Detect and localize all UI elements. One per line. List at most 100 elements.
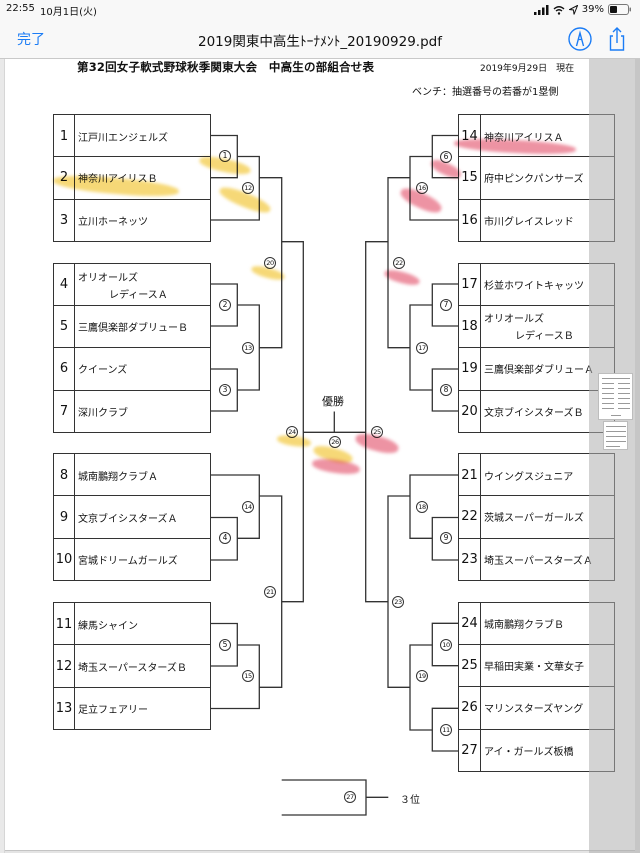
bracket-match-14 xyxy=(211,474,260,539)
team-name: 文京ブイシスターズＡ xyxy=(78,496,178,538)
page-thumbnail-1[interactable] xyxy=(598,373,633,420)
match-number-badge: 5 xyxy=(219,639,231,651)
team-name-line1: 市川グレイスレッド xyxy=(484,216,574,228)
bracket-match-23 xyxy=(387,495,410,688)
team-name-line1: アイ・ガールズ板橋 xyxy=(484,746,574,758)
team-name-line2: レディースＢ xyxy=(515,331,574,343)
match-number-badge: 9 xyxy=(440,532,452,544)
team-name: 神奈川アイリスＢ xyxy=(78,157,158,199)
team-name: 江戸川エンジェルズ xyxy=(78,115,168,158)
third-place-label: ３位 xyxy=(400,795,420,806)
team-draw-number: 9 xyxy=(54,496,75,538)
team-draw-number: 1 xyxy=(54,115,75,158)
team-name-line1: 宮城ドリームガールズ xyxy=(78,556,178,568)
team-draw-number: 18 xyxy=(459,305,481,348)
team-draw-number: 21 xyxy=(459,454,481,497)
team-name-line1: 三鷹倶楽部ダブリューＡ xyxy=(484,365,594,377)
team-name: 市川グレイスレッド xyxy=(484,200,574,242)
team-draw-number: 14 xyxy=(459,115,481,158)
tournament-title: 第32回女子軟式野球秋季関東大会 中高生の部組合せ表 xyxy=(77,60,375,74)
team-draw-number: 26 xyxy=(459,687,481,729)
team-name-line1: 江戸川エンジェルズ xyxy=(78,132,168,144)
team-draw-number: 2 xyxy=(54,157,75,199)
scroll-strip xyxy=(635,59,640,853)
as-of-date: 2019年9月29日 現在 xyxy=(480,64,575,74)
page-thumbnail-2[interactable] xyxy=(603,421,628,450)
team-name: 宮城ドリームガールズ xyxy=(78,539,178,581)
markup-button[interactable] xyxy=(567,26,593,52)
team-draw-number: 23 xyxy=(459,538,481,580)
status-date: 10月1日(火) xyxy=(40,7,97,18)
team-draw-number: 5 xyxy=(54,305,75,348)
match-number-badge: 18 xyxy=(416,501,428,513)
share-icon xyxy=(609,27,625,51)
bracket-match-18 xyxy=(409,474,459,539)
match-number-badge: 23 xyxy=(392,596,404,608)
team-draw-number: 3 xyxy=(54,199,75,241)
team-draw-number: 24 xyxy=(459,602,481,646)
team-draw-number: 11 xyxy=(54,603,75,646)
team-name: 文京ブイシスターズＢ xyxy=(484,391,584,433)
team-draw-number: 13 xyxy=(54,687,75,730)
team-name-line1: オリオールズ xyxy=(484,314,544,326)
match-number-badge: 24 xyxy=(286,426,298,438)
bracket-match-21 xyxy=(259,495,283,688)
team-name: アイ・ガールズ板橋 xyxy=(484,730,574,772)
page-thumbnail-sidebar[interactable] xyxy=(589,59,635,853)
bracket-match-15 xyxy=(211,644,260,710)
team-name-line1: クイーンズ xyxy=(78,365,128,377)
match-number-badge: 19 xyxy=(416,670,428,682)
team-name: 神奈川アイリスＡ xyxy=(484,115,564,158)
status-bar: 22:55 10月1日(火) 39% xyxy=(0,0,640,19)
share-button[interactable] xyxy=(604,26,630,52)
match-number-badge: 12 xyxy=(242,182,254,194)
bracket-match-20 xyxy=(259,177,283,349)
team-name-line1: 早稲田実業・文華女子 xyxy=(484,661,584,673)
team-draw-number: 4 xyxy=(54,263,75,307)
wifi-icon xyxy=(553,5,565,15)
markup-pen-icon xyxy=(568,27,592,51)
cellular-signal-icon xyxy=(533,4,549,15)
match-number-badge: 8 xyxy=(440,384,452,396)
team-name-line1: 城南鵬翔クラブＢ xyxy=(484,620,564,632)
team-name: 城南鵬翔クラブＡ xyxy=(78,454,158,497)
team-name: ウイングスジュニア xyxy=(484,454,573,497)
team-name: 杉並ホワイトキャッツ xyxy=(484,264,584,307)
team-name-line1: 三鷹倶楽部ダブリューＢ xyxy=(78,322,188,334)
team-draw-number: 20 xyxy=(459,390,481,433)
bracket-match-25 xyxy=(365,241,388,603)
match-number-badge: 1 xyxy=(219,150,231,162)
battery-icon xyxy=(608,4,631,15)
team-draw-number: 15 xyxy=(459,157,481,199)
team-name-line1: 埼玉スーパースターズＢ xyxy=(78,662,187,674)
team-name: マリンスターズヤング xyxy=(484,687,583,729)
team-name: オリオールズレディースＢ xyxy=(484,306,574,348)
team-name: 練馬シャイン xyxy=(78,603,138,646)
bracket-match-22 xyxy=(387,177,410,349)
team-draw-number: 17 xyxy=(459,263,481,307)
match-number-badge: 6 xyxy=(440,151,452,163)
match-number-badge: 14 xyxy=(242,501,254,513)
done-button[interactable]: 完了 xyxy=(17,32,45,48)
team-name-line1: マリンスターズヤング xyxy=(484,704,584,716)
team-draw-number: 19 xyxy=(459,348,481,390)
team-name-line1: 深川クラブ xyxy=(78,407,128,419)
match-number-badge: 26 xyxy=(329,436,341,448)
team-name: 三鷹倶楽部ダブリューＡ xyxy=(484,348,594,390)
